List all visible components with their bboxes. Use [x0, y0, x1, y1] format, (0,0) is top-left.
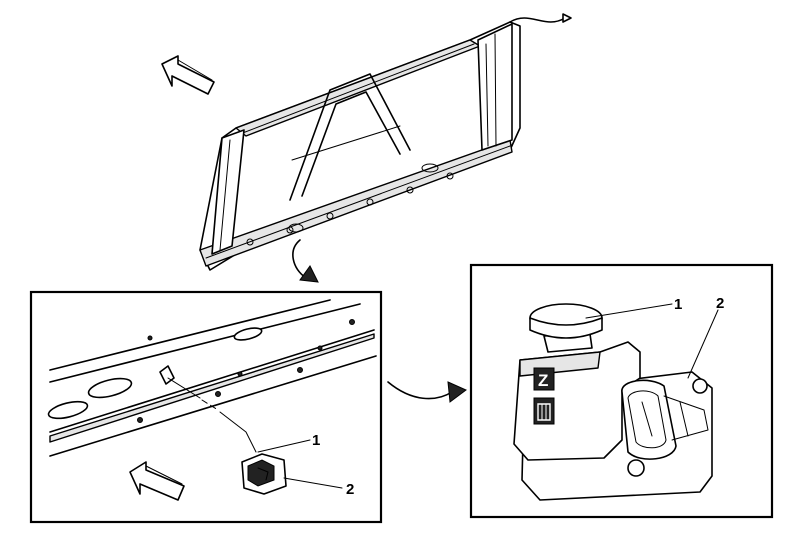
callout-1-right: 1 — [674, 296, 682, 313]
direction-arrow-top — [161, 55, 215, 95]
curved-arrow-right — [387, 381, 467, 403]
stamp-letter: Z — [538, 371, 548, 390]
direction-arrow-left-inset — [129, 461, 185, 501]
callout-2-left: 2 — [346, 481, 354, 498]
callout-1-left: 1 — [312, 432, 320, 449]
inset-right: Z 1 2 — [469, 263, 774, 519]
callout-2-right: 2 — [716, 295, 724, 312]
radiator-support-frame — [199, 13, 572, 271]
curved-arrow-down — [292, 239, 319, 283]
inset-left: 1 2 — [29, 290, 383, 524]
